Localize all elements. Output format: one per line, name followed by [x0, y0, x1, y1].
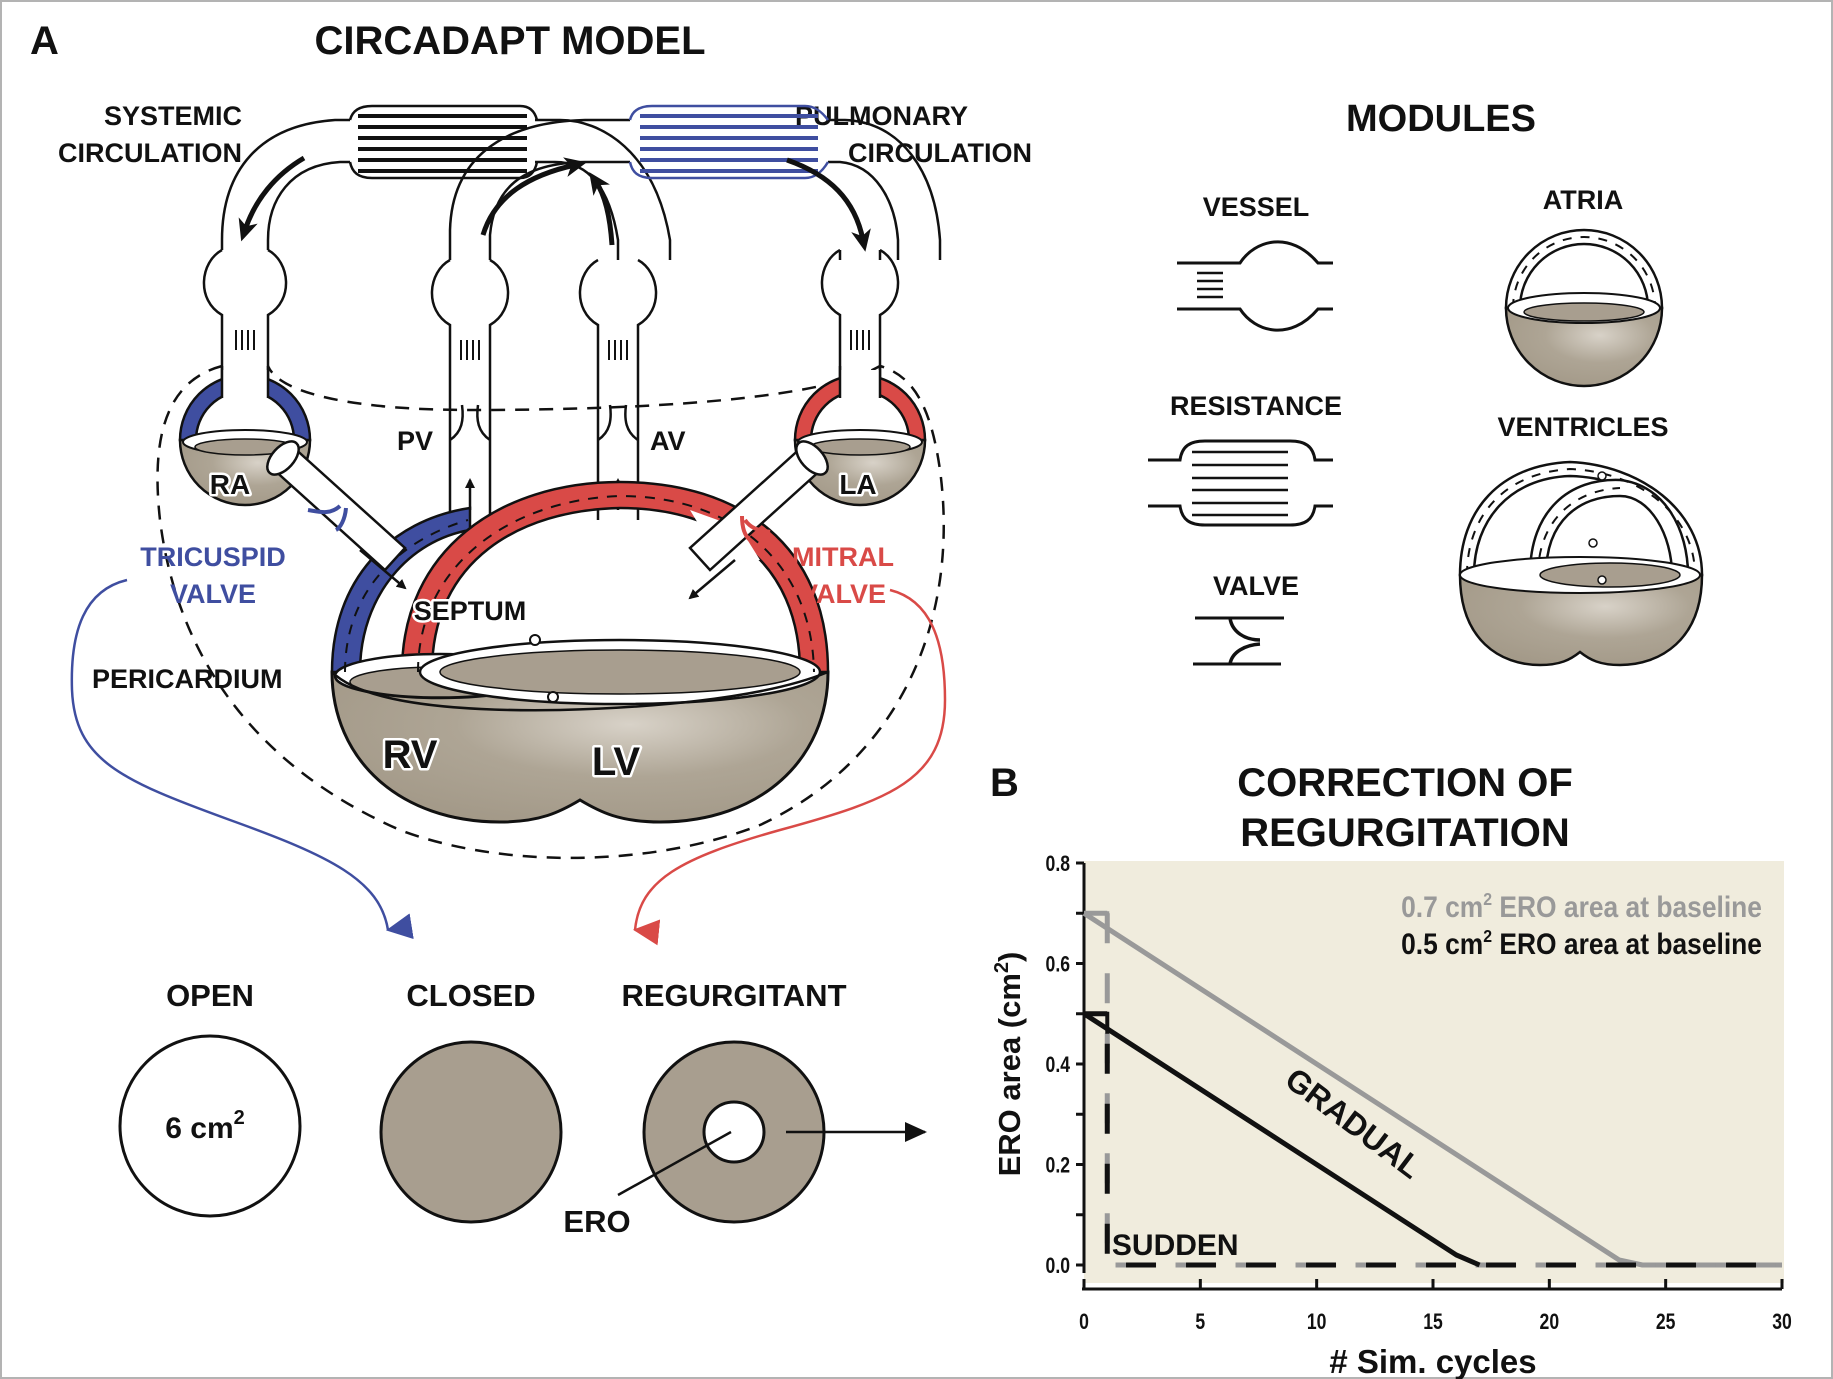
ero-pointer-line: [617, 1130, 732, 1197]
panel-a-title: CIRCADAPT MODEL: [314, 19, 705, 63]
module-resistance-label: RESISTANCE: [1170, 391, 1342, 421]
vessel-pulmonary-veins: [820, 248, 900, 395]
series-line-0-5-gradual: [1082, 1011, 1481, 1268]
x-tick-label: 25: [1656, 1310, 1676, 1334]
module-vessel-label: VESSEL: [1203, 192, 1310, 222]
pulmonary-label-line1: PULMONARY: [795, 101, 968, 131]
pulmonary-loop: [448, 118, 942, 260]
x-tick-label: 0: [1079, 1310, 1089, 1334]
x-axis-label: # Sim. cycles: [1329, 1343, 1536, 1379]
y-axis-label-sup: 2: [991, 962, 1013, 973]
tricuspid-pointer-arrow: [70, 578, 414, 940]
mitral-pointer-arrow: [633, 588, 947, 946]
legend-entry: 0.7 cm2 ERO area at baseline: [1401, 889, 1762, 923]
module-ventricles-label: VENTRICLES: [1497, 412, 1668, 442]
plot-background: [1084, 861, 1784, 1283]
circulation-loops: [220, 104, 942, 260]
y-axis-label-close: ): [992, 952, 1027, 962]
legend-entry-value: 0.7 cm: [1401, 889, 1483, 923]
mitral-label-line2: VALVE: [800, 579, 886, 609]
left-atrium: LA: [793, 366, 927, 507]
panel-b-title-line2: REGURGITATION: [1240, 811, 1570, 855]
panel-b-letter: B: [990, 761, 1019, 805]
ero-label: ERO: [563, 1204, 630, 1239]
module-vessel-icon: [1177, 240, 1333, 332]
legend-entry-sup: 2: [1483, 889, 1492, 909]
ventricles: RV LV SEPTUM: [330, 480, 830, 824]
y-tick-label: 0.0: [1046, 1254, 1070, 1278]
panel-b-title-line1: CORRECTION OF: [1237, 761, 1573, 805]
vessel-vena-cava: [202, 240, 288, 395]
series-line-0-5-sudden: [1104, 1013, 1782, 1268]
modules-panel: MODULES VESSEL ATRIA RESISTANCE VENTRICL…: [1148, 98, 1704, 667]
av-label: AV: [650, 426, 686, 456]
valve-open-circle: [118, 1034, 302, 1218]
mitral-inflow: [688, 440, 829, 600]
y-axis-label: ERO area (cm2): [991, 952, 1027, 1177]
series-line-0-7-gradual: [1082, 911, 1782, 1268]
valve-states: OPEN CLOSED REGURGITANT 6 cm2 ERO: [118, 978, 927, 1239]
flow-arrow-pulmonary-return: [786, 157, 871, 252]
systemic-resistance: [348, 104, 539, 180]
valve-open-label: OPEN: [166, 978, 254, 1013]
module-resistance-icon: [1148, 439, 1333, 527]
valve-regurgitant-label: REGURGITANT: [621, 978, 846, 1013]
vessel-aorta: [578, 258, 658, 520]
lv-label: LV: [592, 740, 640, 784]
rv-label: RV: [383, 733, 438, 777]
x-tick-label: 15: [1423, 1310, 1443, 1334]
systemic-label-line1: SYSTEMIC: [104, 101, 242, 131]
y-tick-label: 0.8: [1046, 852, 1070, 876]
pulmonary-resistance: [628, 104, 830, 180]
flow-arrow-systemic: [238, 155, 306, 242]
legend-entry-text: ERO area at baseline: [1492, 926, 1762, 960]
module-valve-icon: [1193, 616, 1284, 666]
la-label: LA: [839, 469, 876, 500]
sudden-annotation: SUDDEN: [1112, 1229, 1239, 1262]
tricuspid-inflow: [266, 440, 407, 590]
modules-title: MODULES: [1346, 98, 1536, 140]
tricuspid-label-line2: VALVE: [170, 579, 256, 609]
module-valve-label: VALVE: [1213, 571, 1299, 601]
pv-label: PV: [397, 426, 433, 456]
flow-arrow-systemic-out: [589, 172, 615, 246]
y-tick-label: 0.6: [1046, 953, 1070, 977]
right-atrium: RA: [178, 366, 312, 507]
ero-hole: [702, 1100, 766, 1164]
legend-entry: 0.5 cm2 ERO area at baseline: [1401, 926, 1762, 960]
module-ventricles-icon: [1458, 460, 1704, 667]
legend-entry-value: 0.5 cm: [1401, 926, 1483, 960]
ero-chart: 0.0 0.2 0.4 0.6 0.8 0 5 10 15 20 25 30 # Sim. cycles…: [991, 852, 1792, 1379]
x-tick-label: 5: [1195, 1310, 1205, 1334]
systemic-label-line2: CIRCULATION: [58, 138, 242, 168]
vessel-pulmonary-artery: [430, 258, 510, 520]
vessel-compartments: [202, 240, 900, 520]
x-tick-label: 30: [1772, 1310, 1792, 1334]
legend-entry-sup: 2: [1483, 926, 1492, 946]
pericardium-outline: [156, 364, 945, 860]
module-atria-icon: [1504, 228, 1664, 388]
valve-closed-label: CLOSED: [406, 978, 535, 1013]
y-tick-label: 0.4: [1046, 1053, 1070, 1077]
septum-label: SEPTUM: [414, 596, 527, 626]
valve-open-area: 6 cm2: [165, 1107, 245, 1145]
series-start-marker: [1084, 1011, 1110, 1034]
tricuspid-label-line1: TRICUSPID: [140, 542, 286, 572]
valve-closed-circle: [379, 1040, 563, 1224]
module-atria-label: ATRIA: [1543, 185, 1624, 215]
mitral-label-line1: MITRAL: [792, 542, 894, 572]
ra-label: RA: [210, 469, 250, 500]
legend-entry-text: ERO area at baseline: [1492, 889, 1762, 923]
pulmonary-label-line2: CIRCULATION: [848, 138, 1032, 168]
panel-a-letter: A: [30, 19, 59, 63]
x-tick-label: 20: [1540, 1310, 1560, 1334]
x-tick-label: 10: [1307, 1310, 1327, 1334]
y-tick-label: 0.2: [1046, 1154, 1070, 1178]
pericardium-label: PERICARDIUM: [92, 664, 283, 694]
flow-arrow-pulmonary-out: [480, 157, 587, 236]
